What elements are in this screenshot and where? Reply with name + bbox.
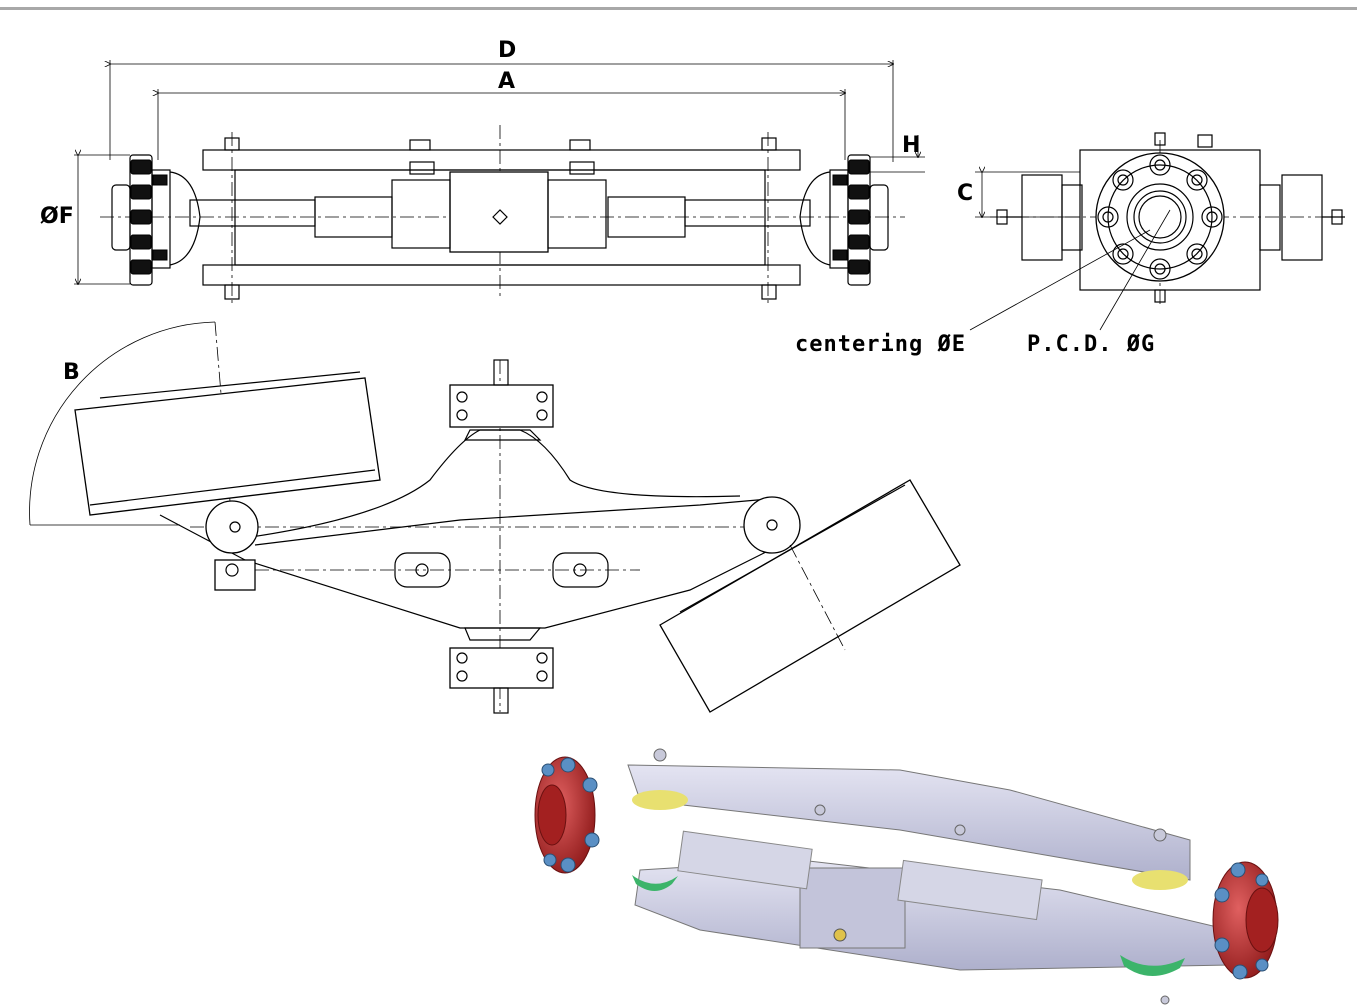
dimension-d-label: D bbox=[498, 38, 517, 63]
dimension-c-label: C bbox=[957, 181, 974, 206]
articulation-view bbox=[29, 321, 961, 714]
angle-b-label: B bbox=[63, 360, 80, 385]
dimension-h-label: H bbox=[902, 133, 921, 158]
top-view bbox=[74, 60, 925, 305]
dimension-f-label: ØF bbox=[40, 204, 74, 229]
centering-label: centering ØE bbox=[795, 332, 966, 357]
pcd-label: P.C.D. ØG bbox=[1027, 332, 1156, 357]
angle-arc-b bbox=[29, 321, 216, 526]
leader-pcd bbox=[1099, 209, 1171, 331]
dimension-a-label: A bbox=[498, 69, 516, 94]
render-3d bbox=[534, 748, 1279, 1005]
end-view bbox=[969, 132, 1345, 331]
top-frame-rule bbox=[0, 7, 1357, 10]
leader-centering bbox=[969, 229, 1151, 331]
